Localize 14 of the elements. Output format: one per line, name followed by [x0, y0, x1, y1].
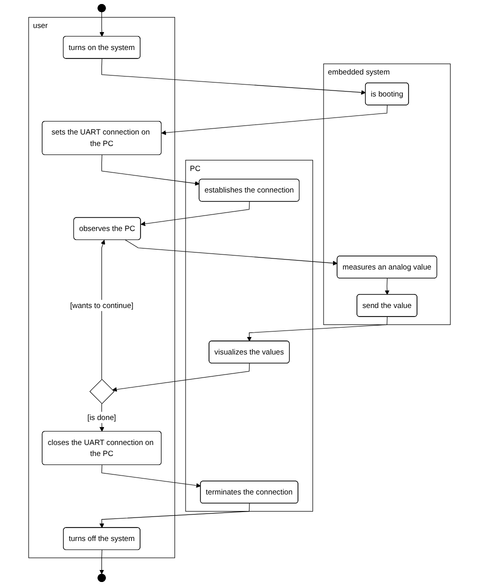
arrow [161, 104, 388, 136]
arrow [246, 316, 388, 342]
arrow [99, 550, 104, 574]
arrow [100, 240, 106, 380]
arrow [112, 363, 250, 392]
node-diamond [89, 378, 115, 404]
arrow [101, 464, 201, 488]
arrow [384, 278, 390, 295]
arrow [101, 154, 200, 186]
arrow [140, 201, 250, 226]
arrow [99, 12, 104, 37]
arrow [99, 503, 250, 528]
arrow [101, 58, 366, 95]
arrow [125, 240, 338, 266]
